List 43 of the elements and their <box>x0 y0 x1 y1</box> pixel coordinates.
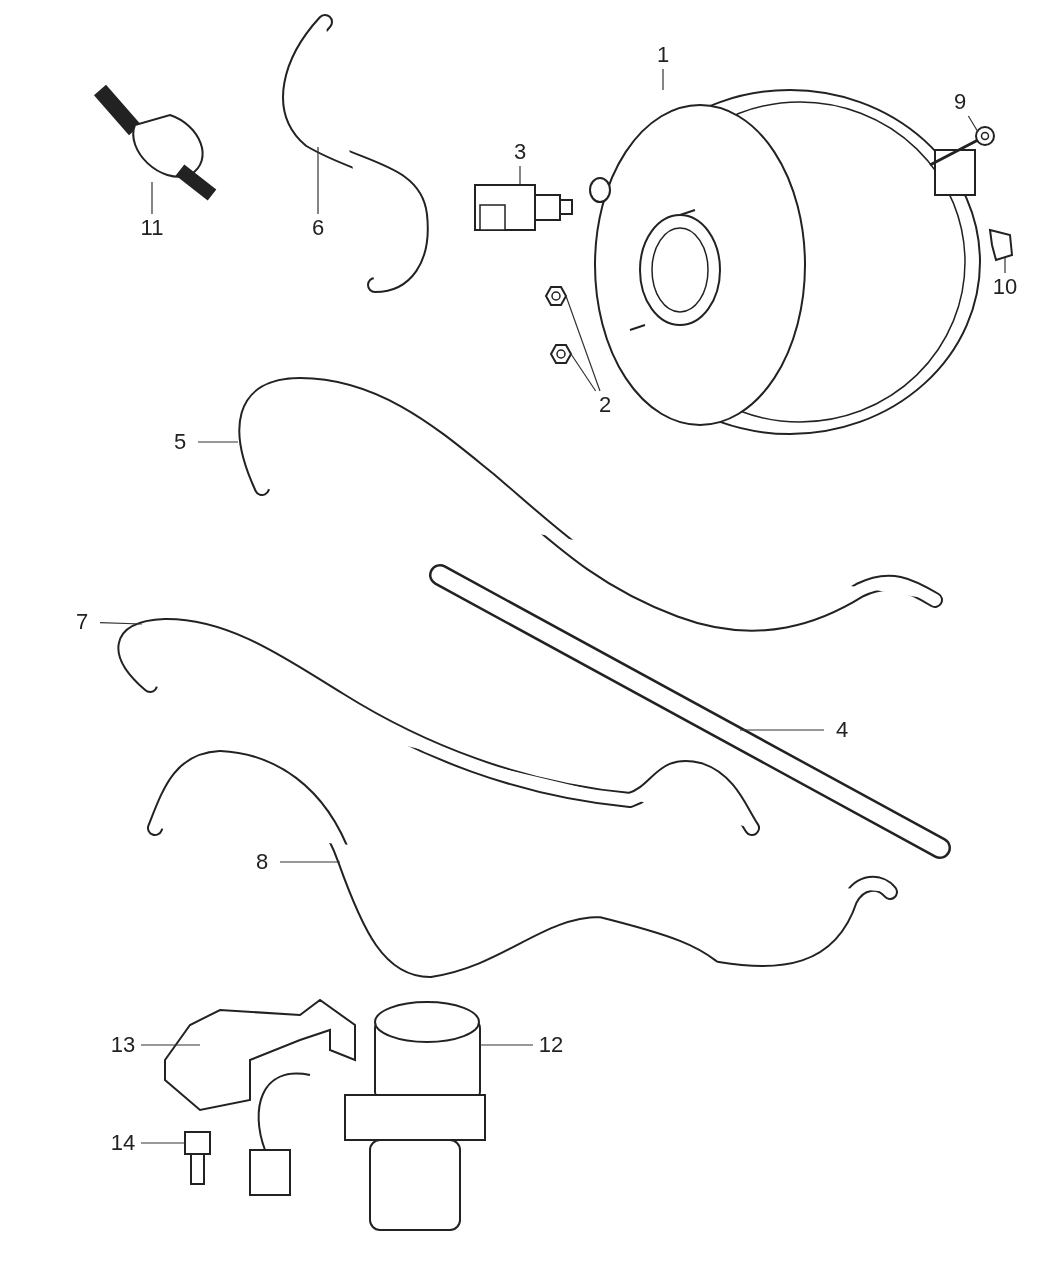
check-valve-drawing <box>93 84 217 201</box>
callout-number: 14 <box>107 1131 139 1155</box>
leader-line <box>99 622 143 625</box>
leader-line <box>739 729 825 731</box>
vacuum-pump-drawing <box>249 1001 486 1231</box>
callout-number: 12 <box>535 1033 567 1057</box>
tube-drawing <box>429 564 951 859</box>
leader-line <box>140 1044 201 1046</box>
callout-number: 3 <box>504 140 536 164</box>
callout-number: 13 <box>107 1033 139 1057</box>
callout-number: 7 <box>66 610 98 634</box>
nut-drawing <box>544 286 568 306</box>
leader-line <box>197 441 239 443</box>
callout-number: 9 <box>944 90 976 114</box>
callout-number: 11 <box>136 216 168 240</box>
nut-drawing <box>549 344 573 364</box>
hose-drawing <box>282 14 429 293</box>
leader-line <box>570 353 597 392</box>
bolt-drawing <box>184 1131 211 1185</box>
brake-booster-drawing <box>589 89 981 435</box>
leader-line <box>317 146 319 215</box>
leader-line <box>662 68 664 91</box>
callout-number: 6 <box>302 216 334 240</box>
sensor-drawing <box>474 184 573 231</box>
callout-number: 4 <box>826 718 858 742</box>
callout-number: 8 <box>246 850 278 874</box>
clip-drawing <box>988 228 1014 262</box>
leader-line <box>1004 257 1006 274</box>
rod-eye-drawing <box>929 126 995 167</box>
callout-number: 5 <box>164 430 196 454</box>
leader-line <box>151 181 153 215</box>
leader-line <box>279 861 341 863</box>
callout-number: 10 <box>989 275 1021 299</box>
leader-line <box>479 1044 534 1046</box>
leader-line <box>140 1142 186 1144</box>
hose-drawing <box>147 750 898 978</box>
leader-line <box>967 115 979 133</box>
bracket-drawing <box>164 998 356 1112</box>
leader-line <box>519 165 521 186</box>
callout-number: 1 <box>647 43 679 67</box>
leader-line <box>565 295 601 392</box>
hose-drawing <box>238 377 943 632</box>
callout-number: 2 <box>589 393 621 417</box>
